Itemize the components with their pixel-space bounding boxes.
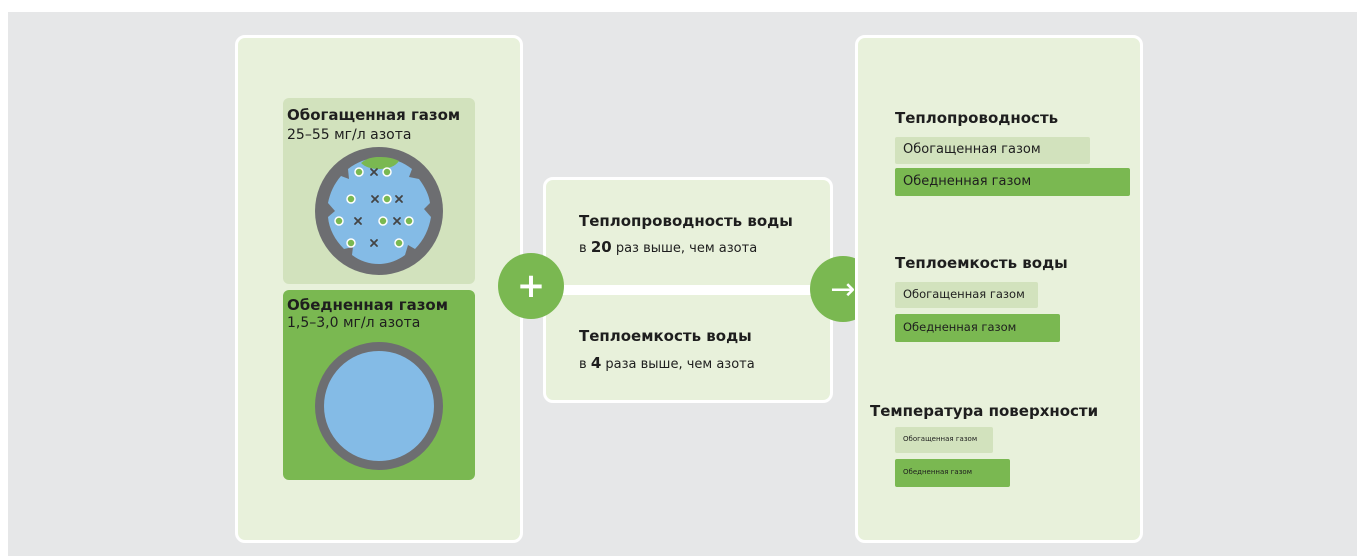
bar-label: Обогащенная газом: [903, 435, 978, 443]
result-temperature-poor-bar: Обедненная газом: [895, 459, 1010, 487]
bar-label: Обогащенная газом: [903, 142, 1041, 157]
capacity-comparison: в 4 раза выше, чем азота: [579, 354, 755, 372]
capacity-prefix: в: [579, 357, 587, 372]
result-temperature-rich-bar: Обогащенная газом: [895, 427, 993, 453]
conductivity-factor: 20: [590, 238, 612, 256]
result-temperature-title: Температура поверхности: [870, 402, 1099, 420]
plus-icon: +: [498, 253, 564, 319]
bar-label: Обедненная газом: [903, 468, 972, 476]
conductivity-title: Теплопроводность воды: [579, 212, 793, 230]
bar-label: Обогащенная газом: [903, 287, 1025, 301]
gas-rich-pipe-icon: [315, 147, 443, 275]
capacity-factor: 4: [590, 354, 602, 372]
gas-rich-title: Обогащенная газом: [287, 106, 461, 124]
divider: [543, 285, 833, 295]
conductivity-prefix: в: [579, 241, 587, 256]
properties-panel: Теплопроводность воды в 20 раз выше, чем…: [543, 177, 833, 403]
conductivity-suffix: раз выше, чем азота: [615, 241, 758, 256]
result-capacity-rich-bar: Обогащенная газом: [895, 282, 1038, 308]
bar-label: Обедненная газом: [903, 174, 1032, 189]
bar-label: Обедненная газом: [903, 320, 1017, 334]
samples-panel: Обогащенная газом 25–55 мг/л азота Об: [235, 35, 523, 543]
result-capacity-poor-bar: Обедненная газом: [895, 314, 1060, 342]
gas-poor-sample: Обедненная газом 1,5–3,0 мг/л азота: [283, 290, 475, 480]
result-conductivity-title: Теплопроводность: [895, 109, 1059, 127]
gas-rich-sample: Обогащенная газом 25–55 мг/л азота: [283, 98, 475, 284]
gas-poor-title: Обедненная газом: [287, 296, 448, 314]
result-capacity-title: Теплоемкость воды: [895, 254, 1068, 272]
conductivity-comparison: в 20 раз выше, чем азота: [579, 238, 757, 256]
result-conductivity-poor-bar: Обедненная газом: [895, 168, 1130, 196]
results-panel: Теплопроводность Обогащенная газом Обедн…: [855, 35, 1143, 543]
gas-rich-concentration: 25–55 мг/л азота: [287, 127, 412, 143]
gas-poor-pipe-icon: [315, 342, 443, 470]
result-conductivity-rich-bar: Обогащенная газом: [895, 137, 1090, 164]
capacity-title: Теплоемкость воды: [579, 327, 752, 345]
gas-poor-concentration: 1,5–3,0 мг/л азота: [287, 315, 421, 331]
capacity-suffix: раза выше, чем азота: [605, 357, 755, 372]
